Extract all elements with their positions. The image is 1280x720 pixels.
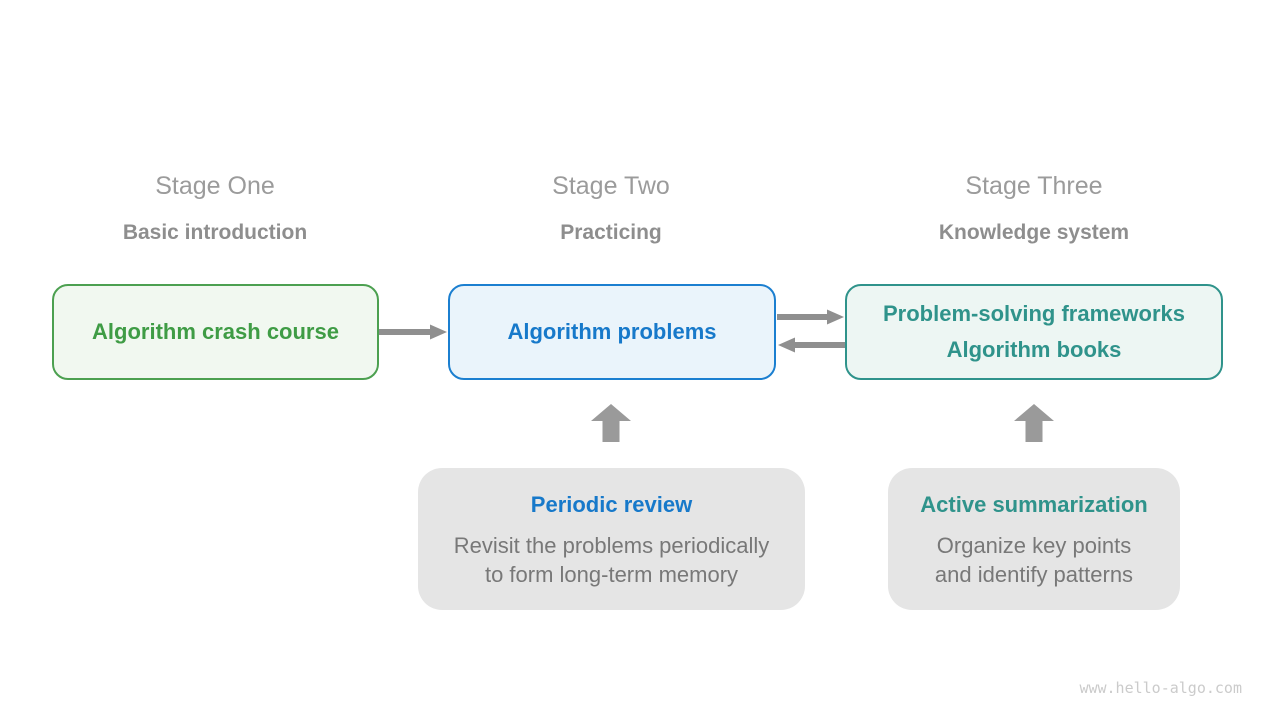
stage-three-subtitle: Knowledge system [938,221,1130,244]
stage-three-box-label-line2: Algorithm books [946,337,1122,362]
arrow-right-icon [379,324,447,340]
stage-two-title: Stage Two [552,172,670,200]
stage-two-box-label: Algorithm problems [507,318,717,344]
periodic-review-desc-line2: to form long-term memory [484,562,739,587]
stage-two-subtitle: Practicing [560,221,662,244]
stage-three-box: Problem-solving frameworks Algorithm boo… [845,284,1223,380]
arrow-right-icon [777,309,844,325]
stage-one-title: Stage One [155,172,275,200]
stage-three-box-label-line1: Problem-solving frameworks [883,300,1185,326]
arrow-up-icon [591,404,631,442]
active-summarization-desc-line2: and identify patterns [934,562,1134,587]
arrow-left-icon [778,337,845,353]
periodic-review-description: Revisit the problems periodically to for… [454,531,769,589]
periodic-review-card: Periodic review Revisit the problems per… [418,468,805,610]
stage-one-subtitle: Basic introduction [122,221,308,244]
stage-one-box: Algorithm crash course [52,284,379,380]
active-summarization-desc-line1: Organize key points [936,533,1132,558]
active-summarization-card: Active summarization Organize key points… [888,468,1180,610]
periodic-review-title: Periodic review [530,492,693,517]
active-summarization-description: Organize key points and identify pattern… [935,531,1133,589]
watermark: www.hello-algo.com [1079,679,1242,697]
active-summarization-title: Active summarization [920,492,1148,517]
arrow-up-icon [1014,404,1054,442]
stage-three-title: Stage Three [965,172,1103,200]
stage-one-box-label: Algorithm crash course [92,318,339,344]
stage-two-box: Algorithm problems [448,284,776,380]
periodic-review-desc-line1: Revisit the problems periodically [453,533,770,558]
